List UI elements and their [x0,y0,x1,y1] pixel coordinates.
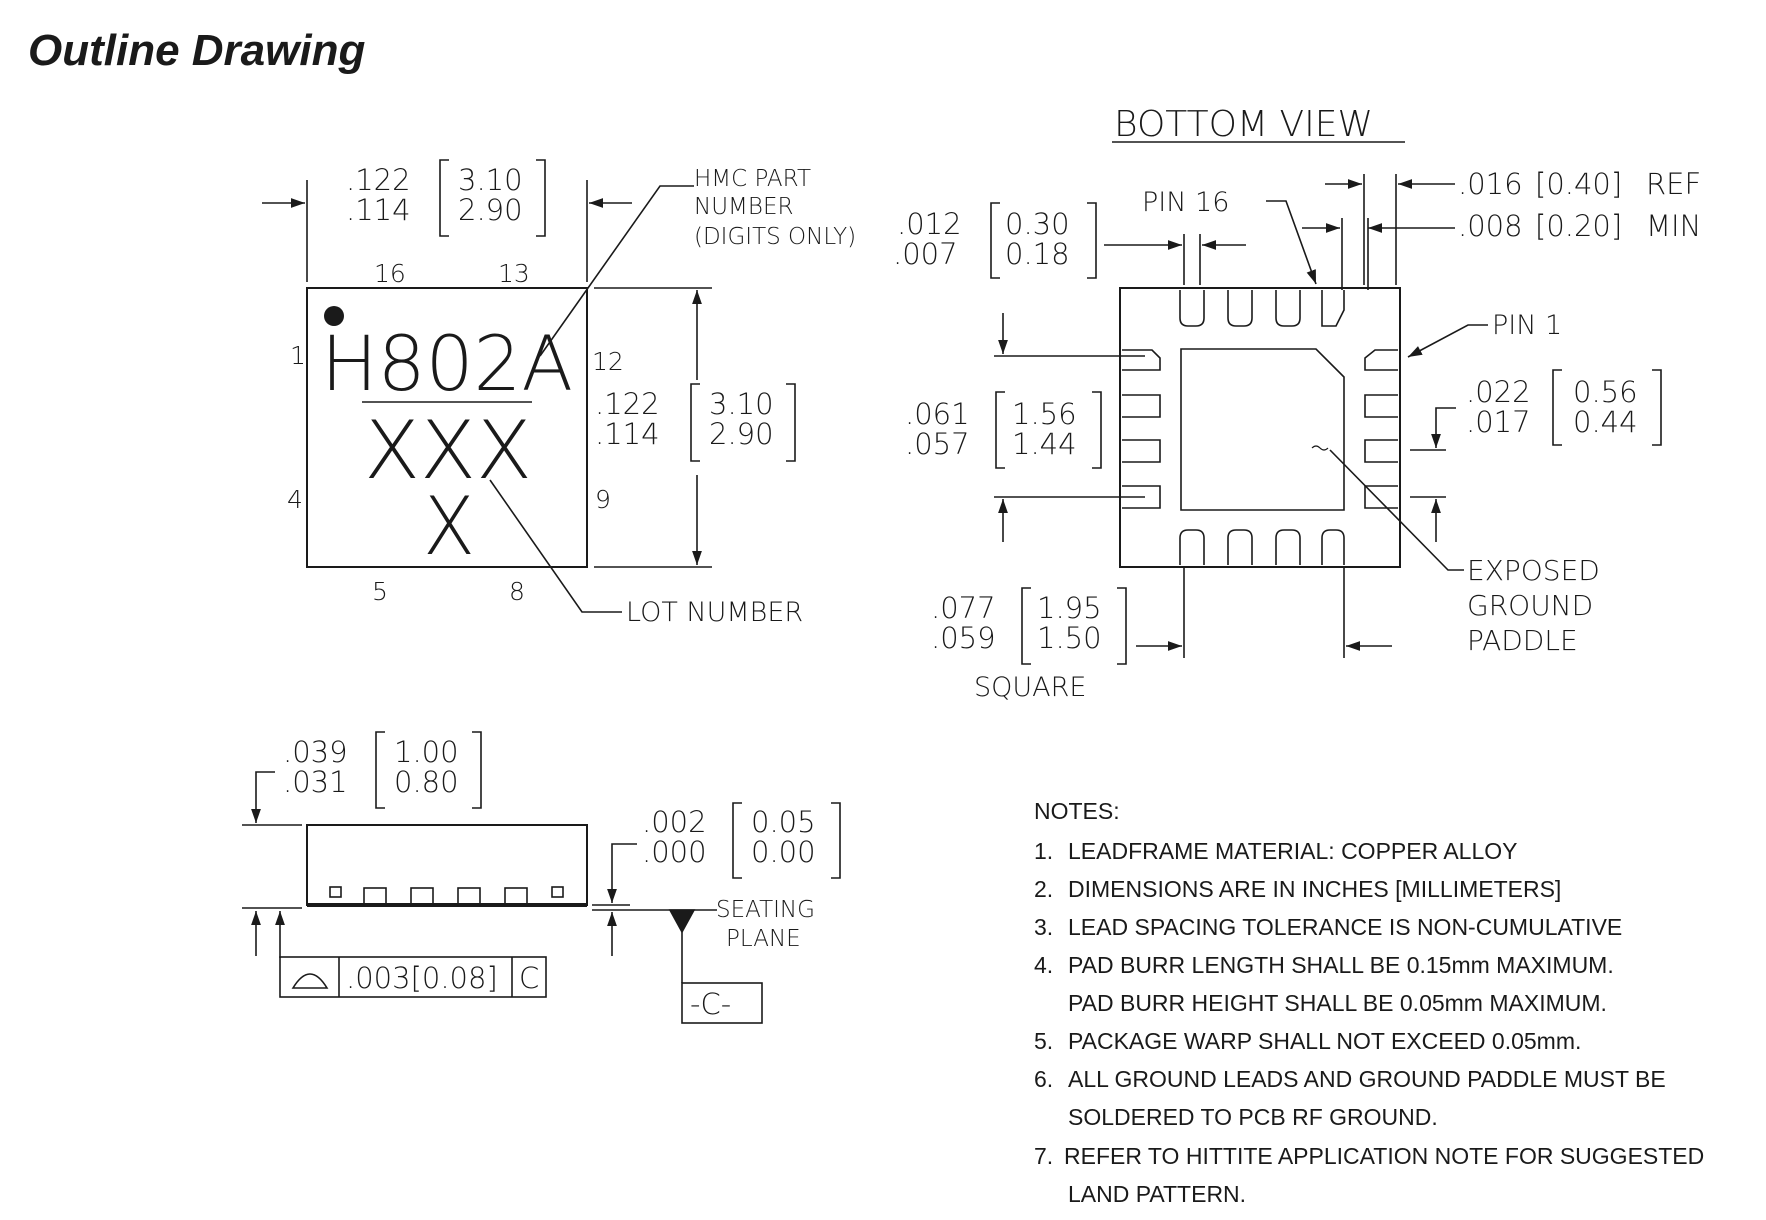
lead-length-inch-min: .017 [1466,405,1531,439]
top-width-mm-min: 2.90 [458,193,523,227]
lead-length-mm-min: 0.44 [1573,405,1638,439]
note-2-number: 2. [1034,876,1053,902]
note-1-line-1: LEADFRAME MATERIAL: COPPER ALLOY [1068,838,1517,864]
side-height-inch-min: .031 [283,765,348,799]
side-view [242,731,841,1024]
standoff-inch-max: .002 [642,805,707,839]
top-height-mm-max: 3.10 [709,387,774,421]
paddle-square-mm-max: 1.95 [1037,591,1102,625]
paddle-square-suffix: SQUARE [974,672,1086,703]
lot-number-callout: LOT NUMBER [626,597,803,628]
pin-label-13: 13 [498,259,530,288]
notes: NOTES: 1. LEADFRAME MATERIAL: COPPER ALL… [1034,798,1704,1207]
seating-plane-label-2: PLANE [726,926,801,952]
pin16-label: PIN 16 [1142,187,1229,218]
top-width-inch-min: .114 [346,193,411,227]
note-4-line-2: PAD BURR HEIGHT SHALL BE 0.05mm MAXIMUM. [1068,990,1607,1016]
note-3-line-1: LEAD SPACING TOLERANCE IS NON-CUMULATIVE [1068,914,1622,940]
top-height-inch-min: .114 [595,417,660,451]
paddle-height-mm-min: 1.44 [1012,427,1077,461]
side-height-mm-min: 0.80 [394,765,459,799]
lead-min-inch: .008 [1458,209,1523,243]
lead-length-mm-max: 0.56 [1573,375,1638,409]
top-width-inch-max: .122 [346,163,411,197]
note-7-line-2: LAND PATTERN. [1068,1181,1246,1207]
bottom-view [990,141,1662,665]
note-4-number: 4. [1034,952,1053,978]
marking-line-1: H802A [321,319,573,408]
marking-line-3: X [423,480,475,573]
bottom-view-title: BOTTOM VIEW [1114,104,1373,145]
note-6-line-1: ALL GROUND LEADS AND GROUND PADDLE MUST … [1068,1066,1666,1092]
pin-label-4: 4 [287,485,303,514]
lead-width-mm-min: 0.18 [1005,237,1070,271]
bottom-package-outline [1119,287,1401,568]
page-title: Outline Drawing [28,26,366,75]
lead-min-suffix: MIN [1646,209,1701,243]
standoff-mm-min: 0.00 [751,835,816,869]
top-view [262,159,796,613]
bottom-view-text: BOTTOM VIEW PIN 16 PIN 1 .012 .007 0.30 … [893,104,1701,703]
package-outline [306,287,588,568]
paddle-square-inch-max: .077 [931,591,996,625]
side-height-mm-max: 1.00 [394,735,459,769]
standoff-inch-min: .000 [642,835,707,869]
lead-ref-suffix: REF [1646,167,1701,201]
pin-label-12: 12 [592,347,624,376]
pin1-dot [324,306,344,326]
note-2-line-1: DIMENSIONS ARE IN INCHES [MILLIMETERS] [1068,876,1561,902]
note-5-line-1: PACKAGE WARP SHALL NOT EXCEED 0.05mm. [1068,1028,1581,1054]
lead-ref-mm: [0.40] [1535,167,1622,201]
note-7-line-1: REFER TO HITTITE APPLICATION NOTE FOR SU… [1064,1143,1704,1169]
datum-c-label: -C- [690,987,731,1021]
note-5-number: 5. [1034,1028,1053,1054]
note-6-number: 6. [1034,1066,1053,1092]
paddle-square-inch-min: .059 [931,621,996,655]
note-4-line-1: PAD BURR LENGTH SHALL BE 0.15mm MAXIMUM. [1068,952,1614,978]
exposed-ground-paddle [1180,348,1345,511]
lead-length-inch-max: .022 [1466,375,1531,409]
top-height-mm-min: 2.90 [709,417,774,451]
pin-label-9: 9 [595,485,611,514]
lead-width-mm-max: 0.30 [1005,207,1070,241]
top-height-inch-max: .122 [595,387,660,421]
note-7-number: 7. [1034,1143,1053,1169]
paddle-height-inch-max: .061 [905,397,970,431]
tolerance-datum: C [519,961,539,995]
pin-label-1: 1 [290,341,306,370]
top-width-mm-max: 3.10 [458,163,523,197]
paddle-callout-1: EXPOSED [1467,554,1600,587]
paddle-height-mm-max: 1.56 [1012,397,1077,431]
paddle-square-mm-min: 1.50 [1037,621,1102,655]
part-number-callout-1: HMC PART [694,166,811,192]
pin-label-16: 16 [374,259,406,288]
standoff-mm-max: 0.05 [751,805,816,839]
note-3-number: 3. [1034,914,1053,940]
paddle-callout-3: PADDLE [1467,624,1578,657]
lead-ref-inch: .016 [1458,167,1523,201]
lead-width-inch-max: .012 [897,207,962,241]
side-view-text: .039 .031 1.00 0.80 .002 .000 0.05 0.00 … [283,735,816,1021]
paddle-callout-2: GROUND [1467,589,1593,622]
note-6-line-2: SOLDERED TO PCB RF GROUND. [1068,1104,1438,1130]
pin1-label: PIN 1 [1492,310,1562,341]
part-number-callout-3: (DIGITS ONLY) [694,224,856,250]
seating-plane-label-1: SEATING [716,897,815,923]
top-view-text: .122 .114 3.10 2.90 16 13 1 12 4 9 5 8 H… [287,163,856,628]
side-height-inch-max: .039 [283,735,348,769]
pin-label-5: 5 [372,577,388,606]
lead-width-inch-min: .007 [893,237,958,271]
paddle-height-inch-min: .057 [905,427,970,461]
pin-label-8: 8 [509,577,525,606]
lead-min-mm: [0.20] [1535,209,1622,243]
part-number-callout-2: NUMBER [694,194,793,220]
note-1-number: 1. [1034,838,1053,864]
notes-header: NOTES: [1034,798,1120,824]
side-package-outline [306,824,588,906]
tolerance-value: .003[0.08] [346,961,498,995]
marking-line-2: XXX [364,404,532,497]
